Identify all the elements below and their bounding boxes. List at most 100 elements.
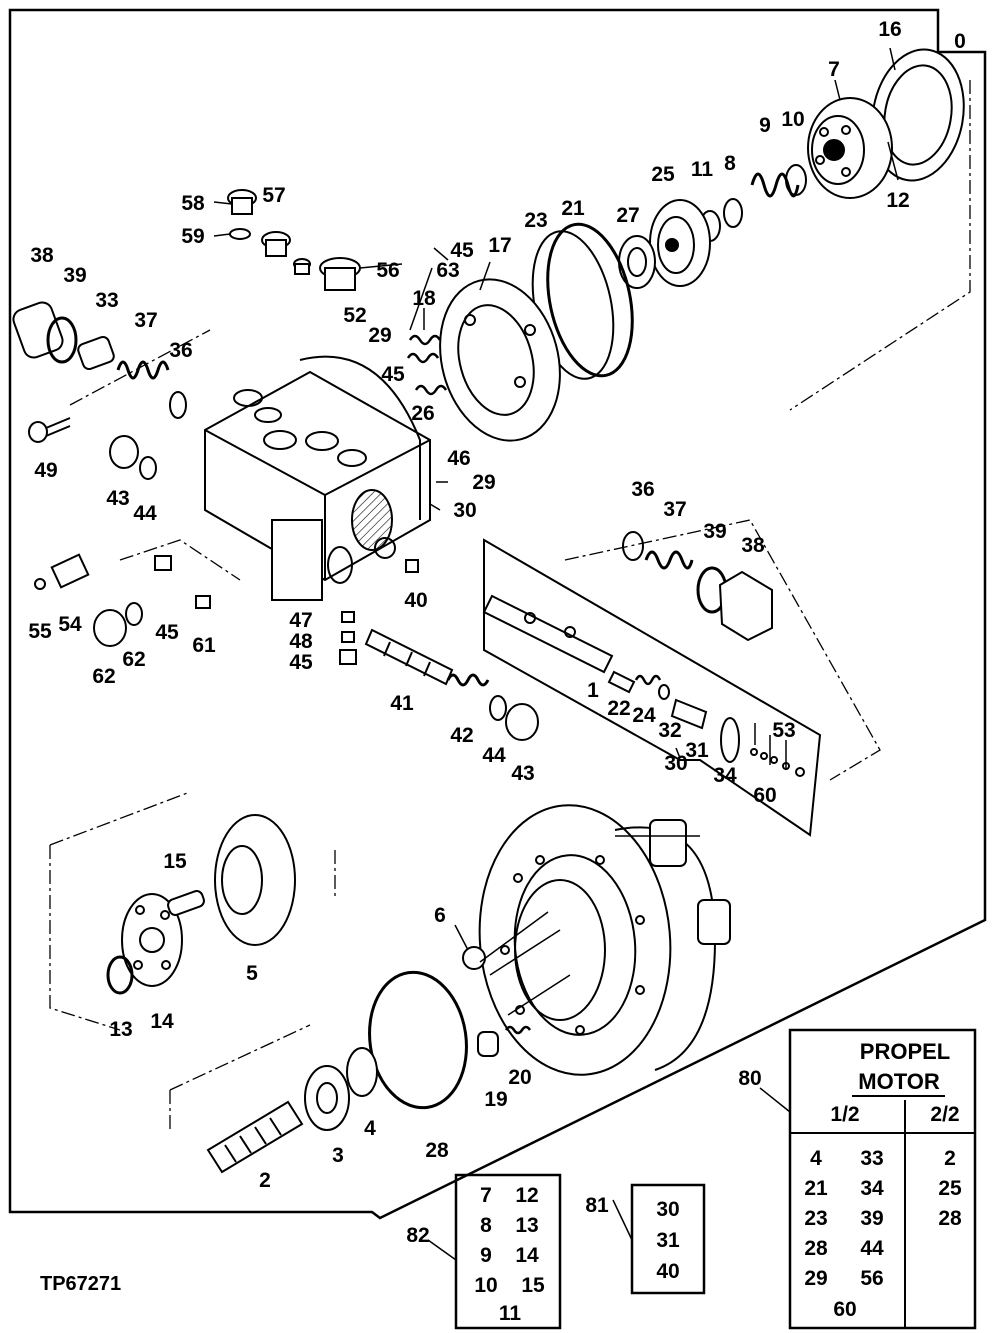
callout-41: 41 — [390, 692, 414, 715]
callout-10: 10 — [781, 108, 804, 131]
kit-80-cell: 29 — [804, 1267, 827, 1290]
callout-50: 53 — [772, 719, 795, 742]
callout-3: 3 — [332, 1144, 344, 1167]
kit-80-cell: 21 — [804, 1177, 828, 1200]
callout-51: 54 — [58, 613, 82, 636]
callout-44: 44 — [482, 744, 506, 767]
callout-45-top: 45 — [450, 239, 474, 262]
callout-45-left: 45 — [155, 621, 179, 644]
callout-22: 22 — [607, 697, 630, 720]
callout-52: 55 — [28, 620, 52, 643]
part-valve-housing — [204, 355, 431, 601]
callout-11: 11 — [691, 158, 714, 181]
callout-38-left: 38 — [30, 244, 54, 267]
part-bolt-48 — [28, 417, 71, 443]
callout-58: 61 — [192, 634, 216, 657]
callout-2: 2 — [259, 1169, 271, 1192]
callout-43: 43 — [511, 762, 534, 785]
callout-27: 27 — [616, 204, 639, 227]
callout-53: 56 — [376, 259, 399, 282]
callout-34: 34 — [713, 764, 737, 787]
callout-54: 57 — [262, 184, 285, 207]
part-bearing-27 — [618, 235, 656, 289]
callout-31: 30 — [664, 752, 687, 775]
callout-37-right: 37 — [663, 498, 686, 521]
part-cylinder-block — [807, 97, 893, 199]
callout-46: 46 — [447, 447, 470, 470]
callout-14: 14 — [150, 1010, 174, 1033]
callout-8: 8 — [724, 152, 736, 175]
kit-80-col1-header: 1/2 — [830, 1103, 859, 1126]
part-screw-52 — [34, 578, 46, 590]
kit-80-table: 80 PROPEL MOTOR 1/2 2/2 4 33 21 34 23 39… — [738, 1028, 977, 1330]
kit-80-callout: 80 — [738, 1067, 761, 1090]
part-left-relief-valve — [12, 301, 187, 419]
part-ball-6 — [462, 946, 486, 970]
kit-80-title-line2: MOTOR — [858, 1069, 940, 1094]
drawing-reference: TP67271 — [40, 1273, 121, 1295]
kit-82-cell: 14 — [515, 1244, 539, 1267]
callout-39-left: 39 — [63, 264, 86, 287]
callout-47a: 47 — [289, 609, 312, 632]
part-brake-plate — [871, 48, 965, 182]
kit-81-item: 30 — [656, 1198, 679, 1221]
kit-81-item: 31 — [656, 1229, 680, 1252]
callout-35: 33 — [95, 289, 118, 312]
kit-80-cell: 34 — [860, 1177, 884, 1200]
part-end-cover — [439, 278, 561, 442]
callout-43-left: 43 — [106, 487, 129, 510]
callout-37-left: 37 — [134, 309, 157, 332]
callout-1: 1 — [587, 679, 599, 702]
callout-9: 9 — [759, 114, 771, 137]
part-top-plugs — [227, 189, 361, 291]
callout-6: 6 — [434, 904, 446, 927]
callout-32: 31 — [685, 739, 709, 762]
callout-20: 20 — [508, 1066, 531, 1089]
part-motor-housing — [478, 804, 731, 1076]
callout-44-left: 44 — [133, 502, 157, 525]
callout-15: 15 — [163, 850, 187, 873]
kit-82-table: 82 7 12 8 13 9 14 10 15 11 — [406, 1173, 562, 1330]
part-spool-41 — [364, 628, 454, 686]
part-oring-21 — [546, 222, 634, 378]
part-plate-14 — [121, 893, 183, 987]
part-right-relief-valve — [622, 531, 773, 642]
part-plug-43 — [505, 703, 539, 741]
part-plug-60 — [93, 609, 127, 647]
kit-80-cell: 23 — [804, 1207, 827, 1230]
part-spring-9 — [750, 172, 800, 198]
callout-21: 21 — [561, 197, 585, 220]
callout-12: 12 — [886, 189, 909, 212]
callout-18: 18 — [412, 287, 436, 310]
callout-61: 63 — [436, 259, 459, 282]
callout-4: 4 — [364, 1117, 376, 1140]
callout-45-mid: 45 — [381, 363, 405, 386]
kit-82-cell: 9 — [480, 1244, 492, 1267]
callout-40: 40 — [404, 589, 427, 612]
kit-82-cell: 15 — [521, 1274, 545, 1297]
part-ring-59 — [125, 602, 143, 626]
kit-80-cell: 56 — [860, 1267, 883, 1290]
kit-80-col2-header: 2/2 — [930, 1103, 959, 1126]
callout-25: 25 — [651, 163, 675, 186]
part-plug-19 — [477, 1031, 499, 1057]
part-screw-58 — [195, 595, 211, 609]
kit-80-cell: 28 — [804, 1237, 828, 1260]
leader-lines — [213, 47, 899, 1261]
part-ring-13 — [106, 955, 134, 995]
callout-26: 26 — [411, 402, 434, 425]
callout-16: 16 — [878, 18, 901, 41]
kit-82-cell: 12 — [515, 1184, 538, 1207]
part-plug-40 — [405, 559, 419, 573]
kit-82-cell: 13 — [515, 1214, 538, 1237]
callout-labels: 0 16 7 9 10 12 25 11 8 23 21 27 17 45 63… — [28, 18, 966, 1192]
callout-59: 62 — [122, 648, 145, 671]
part-plug-45b — [339, 649, 357, 665]
callout-55: 58 — [181, 192, 205, 215]
part-springs-18 — [406, 334, 448, 396]
kit-82-cell: 10 — [474, 1274, 497, 1297]
callout-57: 60 — [753, 784, 776, 807]
kit-80-cell: 4 — [810, 1147, 822, 1170]
part-spool-kit-31 — [482, 538, 822, 837]
